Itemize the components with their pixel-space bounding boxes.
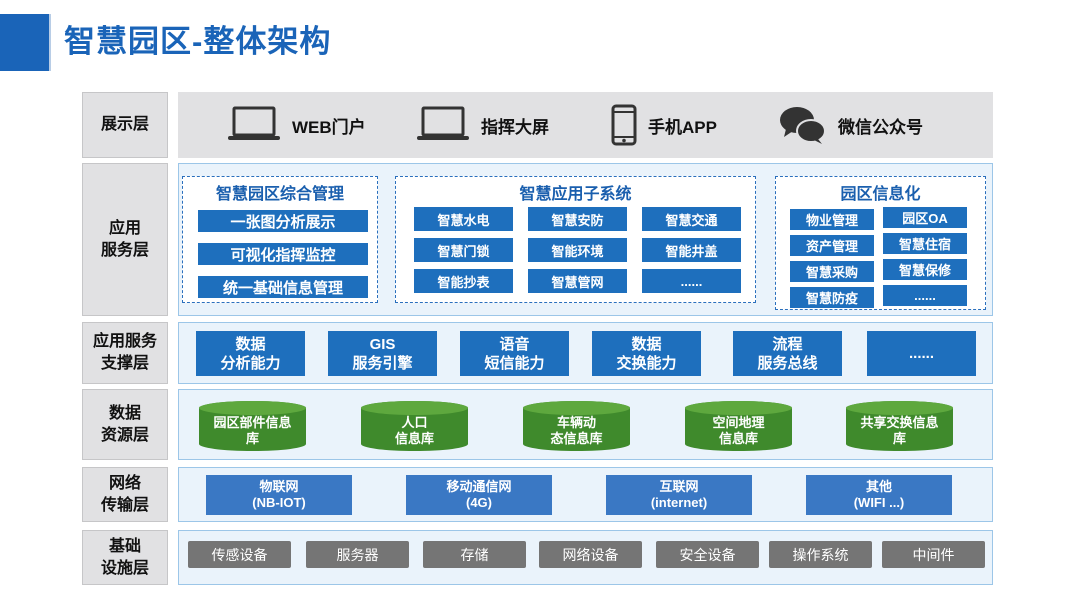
feature-bar: 可视化指挥监控 [198,243,368,265]
display-item-screen: 指挥大屏 [415,92,549,158]
support-capability: GIS 服务引擎 [328,331,437,376]
database-label: 空间地理 信息库 [712,415,765,446]
layer-display: WEB门户 指挥大屏 手机APP 微信公众号 [178,92,993,158]
title-accent-shade [49,14,51,71]
group-title: 园区信息化 [840,186,921,203]
layer-infrastructure: 传感设备 服务器 存储 网络设备 安全设备 操作系统 中间件 [178,530,993,585]
group-title: 智慧园区综合管理 [215,186,344,203]
group-park-informatization: 园区信息化 物业管理 园区OA 资产管理 智慧住宿 智慧采购 智慧保修 智慧防疫… [775,176,986,310]
feature-bar: 统一基础信息管理 [198,276,368,298]
infra-item: 传感设备 [188,541,291,568]
display-item-label: 指挥大屏 [481,117,549,137]
display-item-label: 手机APP [648,117,717,137]
infra-item: 安全设备 [656,541,759,568]
layer-label-infrastructure: 基础 设施层 [82,530,168,585]
layer-label-data: 数据 资源层 [82,389,168,460]
feature-bar: 一张图分析展示 [198,210,368,232]
database-icon: 共享交换信息 库 [845,400,954,452]
subsystem-cell: 智能环境 [528,238,627,262]
subsystem-cell: 智能抄表 [414,269,513,293]
title-accent-bar [0,14,49,71]
info-cell: ...... [883,285,967,306]
layer-data: 园区部件信息 库 人口 信息库 车辆动 态信息库 空间地理 信息库 共享交换信息… [178,389,993,460]
display-item-label: 微信公众号 [838,117,923,137]
network-type: 物联网 (NB-IOT) [206,475,352,515]
info-cell: 园区OA [883,207,967,228]
layer-support: 数据 分析能力 GIS 服务引擎 语音 短信能力 数据 交换能力 流程 服务总线… [178,322,993,384]
layer-label-app-service: 应用 服务层 [82,163,168,316]
info-cell: 智慧保修 [883,259,967,280]
support-capability: ...... [867,331,976,376]
display-item-wechat: 微信公众号 [778,92,923,158]
group-smart-subsystems: 智慧应用子系统 智慧水电 智慧安防 智慧交通 智慧门锁 智能环境 智能井盖 智能… [395,176,756,303]
info-cell: 资产管理 [790,235,874,256]
info-cell: 智慧防疫 [790,287,874,308]
mobile-phone-icon [611,104,637,146]
infra-item: 操作系统 [769,541,872,568]
info-cell: 智慧采购 [790,261,874,282]
database-icon: 车辆动 态信息库 [522,400,631,452]
info-cell: 智慧住宿 [883,233,967,254]
subsystem-cell: 智慧管网 [528,269,627,293]
network-type: 其他 (WIFI ...) [806,475,952,515]
network-type: 移动通信网 (4G) [406,475,552,515]
database-icon: 空间地理 信息库 [684,400,793,452]
support-capability: 流程 服务总线 [733,331,842,376]
support-capability: 语音 短信能力 [460,331,569,376]
wechat-icon [780,107,826,144]
laptop-icon [417,106,469,140]
subsystem-cell: 智慧安防 [528,207,627,231]
group-integrated-management: 智慧园区综合管理 一张图分析展示 可视化指挥监控 统一基础信息管理 [182,176,378,303]
layer-label-display: 展示层 [82,92,168,158]
subsystem-cell: 智慧水电 [414,207,513,231]
layer-network: 物联网 (NB-IOT) 移动通信网 (4G) 互联网 (internet) 其… [178,467,993,522]
info-cell: 物业管理 [790,209,874,230]
infra-item: 中间件 [882,541,985,568]
subsystem-cell: ...... [642,269,741,293]
infra-item: 服务器 [306,541,409,568]
database-icon: 人口 信息库 [360,400,469,452]
display-item-app: 手机APP [610,92,717,158]
subsystem-cell: 智慧交通 [642,207,741,231]
infra-item: 网络设备 [539,541,642,568]
database-label: 人口 信息库 [394,415,434,446]
database-icon: 园区部件信息 库 [198,400,307,452]
infra-item: 存储 [423,541,526,568]
subsystem-cell: 智慧门锁 [414,238,513,262]
support-capability: 数据 交换能力 [592,331,701,376]
page-title: 智慧园区-整体架构 [64,24,332,59]
support-capability: 数据 分析能力 [196,331,305,376]
layer-label-support: 应用服务 支撑层 [82,322,168,384]
laptop-icon [228,106,280,140]
network-type: 互联网 (internet) [606,475,752,515]
database-label: 园区部件信息 库 [213,415,292,446]
database-label: 车辆动 态信息库 [550,415,603,446]
subsystem-cell: 智能井盖 [642,238,741,262]
display-item-web: WEB门户 [226,92,366,158]
database-label: 共享交换信息 库 [860,415,939,446]
layer-app-service: 智慧园区综合管理 一张图分析展示 可视化指挥监控 统一基础信息管理 智慧应用子系… [178,163,993,316]
layer-label-network: 网络 传输层 [82,467,168,522]
display-item-label: WEB门户 [292,117,366,137]
group-title: 智慧应用子系统 [519,186,632,203]
